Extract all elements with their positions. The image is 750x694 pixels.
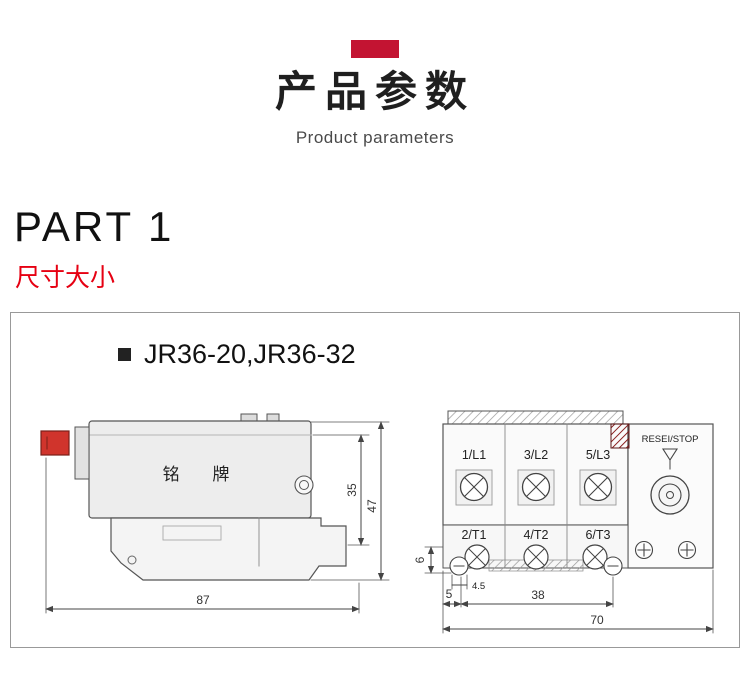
dim-35-label: 35 <box>345 483 359 497</box>
terminal-6T3-label: 6/T3 <box>585 528 610 542</box>
dim-87: 87 <box>45 457 360 614</box>
page: 产品参数 Product parameters PART 1 尺寸大小 <box>0 40 750 649</box>
dim-5-label: 5 <box>446 587 453 601</box>
dim-35: 35 <box>312 434 370 547</box>
title-accent-block <box>351 40 399 58</box>
reset-button <box>650 475 690 515</box>
page-title: 产品参数 <box>274 68 475 115</box>
terminal-1L1-label: 1/L1 <box>462 448 486 462</box>
terminal-4T2-label: 4/T2 <box>523 528 548 542</box>
dim-6-label: 6 <box>413 557 427 564</box>
section-subtitle: 尺寸大小 <box>15 264 116 293</box>
side-view-drawing: 铭 牌 35 <box>40 413 390 614</box>
dim-47-label: 47 <box>365 499 379 513</box>
dim-70: 70 <box>442 569 714 634</box>
part-heading: PART 1 <box>14 203 175 251</box>
dim-6: 6 <box>413 546 452 575</box>
dim-70-label: 70 <box>590 613 604 627</box>
dimension-panel: 铭 牌 35 <box>10 312 740 649</box>
model-title: JR36-20,JR36-32 <box>144 339 356 370</box>
model-title-row: JR36-20,JR36-32 <box>118 339 356 370</box>
dim-38: 38 <box>460 576 614 608</box>
pointer-triangle-icon <box>661 448 679 462</box>
dim-47: 47 <box>310 421 390 582</box>
handle-base <box>74 426 90 480</box>
dim-4-5-label: 4.5 <box>472 581 485 592</box>
hatched-corner-block <box>610 423 630 449</box>
brand-logo-mark <box>294 475 314 495</box>
terminal-5L3-label: 5/L3 <box>586 448 610 462</box>
reset-stop-label: RESEI/STOP <box>642 434 699 445</box>
bullet-square-icon <box>118 348 131 362</box>
terminal-2T1-label: 2/T1 <box>461 528 486 542</box>
terminal-screws-bottom <box>464 544 608 570</box>
technical-drawing: 铭 牌 35 <box>40 410 714 634</box>
mounting-screws <box>634 541 697 560</box>
terminal-3L2-label: 3/L2 <box>524 448 548 462</box>
mounting-feet <box>449 556 623 576</box>
dim-38-label: 38 <box>531 588 545 602</box>
nameplate-label: 铭 牌 <box>163 465 244 484</box>
terminal-screws-top <box>455 469 617 506</box>
dim-4-5: 4.5 <box>451 574 485 592</box>
red-handle <box>40 430 70 456</box>
dim-87-label: 87 <box>196 593 210 607</box>
page-subtitle-en: Product parameters <box>295 128 455 148</box>
front-view-drawing: 1/L1 3/L2 5/L3 RESEI/STOP <box>413 410 714 634</box>
